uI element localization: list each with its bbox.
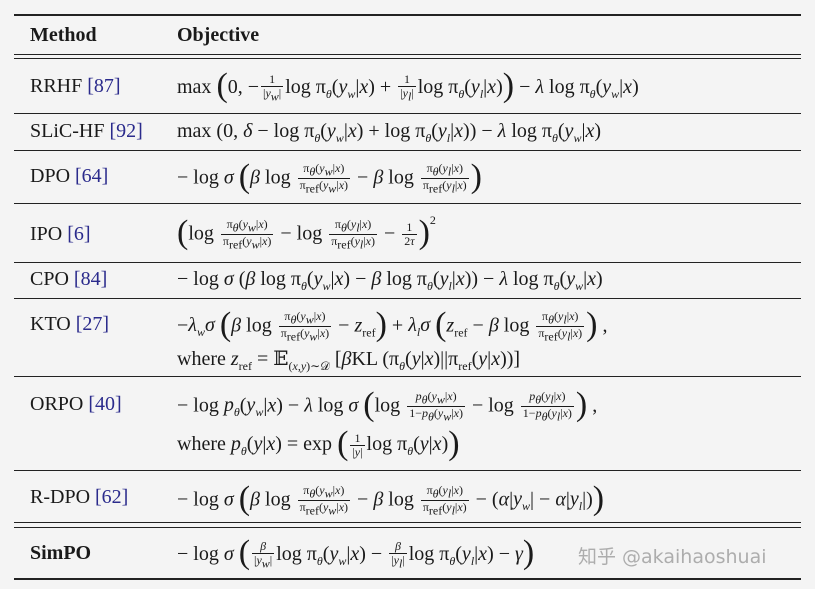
citation-link[interactable]: [84]: [73, 268, 108, 290]
row-divider: [14, 113, 801, 114]
row-divider: [14, 470, 801, 471]
method-label: DPO [64]: [30, 165, 108, 188]
top-rule: [14, 14, 801, 16]
citation-link[interactable]: [27]: [75, 313, 110, 335]
header-rule-2: [14, 58, 801, 59]
method-label: ORPO [40]: [30, 393, 122, 416]
method-name: ORPO: [30, 393, 84, 415]
objective-formula: − log σ (β log πθ(yw|x)πref(yw|x) − β lo…: [177, 157, 482, 196]
row-divider: [14, 150, 801, 151]
objective-formula: (log πθ(yw|x)πref(yw|x) − log πθ(yl|x)πr…: [177, 212, 436, 252]
simpo-rule-1: [14, 522, 801, 523]
objective-formula-where: where zref = 𝔼(x,y)∼𝒟 [βKL (πθ(y|x)||πre…: [177, 348, 521, 373]
objective-formula: −λwσ (β log πθ(yw|x)πref(yw|x) − zref) +…: [177, 305, 608, 344]
objective-formula: − log pθ(yw|x) − λ log σ (log pθ(yw|x)1−…: [177, 385, 598, 424]
citation-link[interactable]: [6]: [67, 223, 91, 245]
header-rule-1: [14, 54, 801, 55]
method-label: KTO [27]: [30, 313, 109, 336]
row-divider: [14, 203, 801, 204]
method-label: R-DPO [62]: [30, 486, 128, 509]
method-label: IPO [6]: [30, 223, 91, 246]
objective-formula: − log σ (β log πθ(yw|x)πref(yw|x) − β lo…: [177, 479, 605, 518]
column-header-objective: Objective: [177, 24, 260, 46]
method-label: CPO [84]: [30, 268, 107, 291]
bottom-rule: [14, 578, 801, 580]
objective-formula: max (0, δ − log πθ(yw|x) + log πθ(yl|x))…: [177, 120, 602, 145]
row-divider: [14, 376, 801, 377]
objective-formula: − log σ (β log πθ(yw|x) − β log πθ(yl|x)…: [177, 268, 603, 293]
objective-formula-where: where pθ(y|x) = exp (1|y|log πθ(y|x)): [177, 424, 460, 462]
method-name: DPO: [30, 165, 71, 187]
method-name: KTO: [30, 313, 71, 335]
column-header-method: Method: [30, 24, 97, 46]
simpo-rule-2: [14, 527, 801, 528]
method-label: RRHF [87]: [30, 75, 121, 98]
method-name: CPO: [30, 268, 69, 290]
method-name: R-DPO: [30, 486, 91, 508]
row-divider: [14, 298, 801, 299]
objective-formula: max (0, −1|yw|log πθ(yw|x) + 1|yl|log πθ…: [177, 67, 639, 105]
row-divider: [14, 262, 801, 263]
objective-formula: − log σ (β|yw|log πθ(yw|x) − β|yl|log πθ…: [177, 534, 535, 572]
watermark: 知乎 @akaihaoshuai: [578, 546, 767, 568]
citation-link[interactable]: [40]: [88, 393, 122, 415]
method-name: RRHF: [30, 75, 83, 97]
citation-link[interactable]: [92]: [109, 120, 143, 142]
citation-link[interactable]: [87]: [87, 75, 121, 97]
method-label: SLiC-HF [92]: [30, 120, 143, 143]
method-name: SLiC-HF: [30, 120, 105, 142]
citation-link[interactable]: [64]: [75, 165, 109, 187]
method-name: SimPO: [30, 542, 92, 564]
citation-link[interactable]: [62]: [95, 486, 129, 508]
method-name: IPO: [30, 223, 63, 245]
method-label: SimPO: [30, 542, 91, 565]
